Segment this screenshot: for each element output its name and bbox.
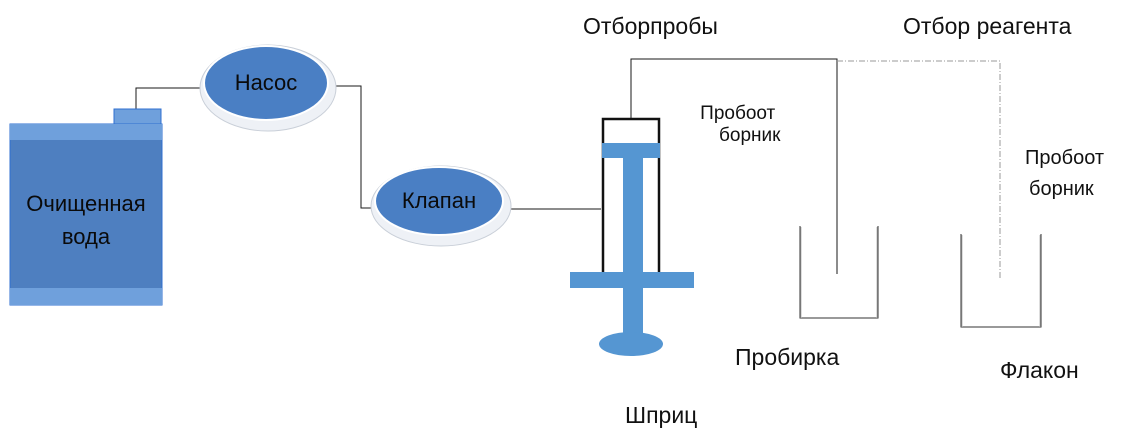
pump-valve-pipe	[336, 85, 372, 209]
sampling-pipe	[630, 58, 838, 274]
test-tube-label: Пробирка	[735, 344, 840, 370]
tank-pump-pipe	[135, 87, 200, 109]
sampler-1-label: Пробоот борник	[695, 103, 780, 147]
syringe-label: Шприц	[625, 402, 698, 428]
test-tube	[799, 226, 879, 319]
pump-ellipse	[199, 44, 337, 132]
syringe	[570, 117, 694, 356]
valve-ellipse	[370, 165, 512, 247]
sampler-1-line-1: Пробоот	[700, 103, 776, 124]
sampler-2-line-1: Пробоот	[1025, 147, 1105, 169]
reagent-pipe	[837, 60, 1001, 280]
sampling-label: Отборпробы	[583, 13, 718, 39]
vial	[960, 234, 1042, 328]
sampler-2-label: Пробоот борник	[1025, 143, 1104, 205]
reagent-sampling-label: Отбор реагента	[903, 13, 1072, 39]
water-tank	[9, 108, 163, 306]
sampler-1-line-2: борник	[719, 125, 781, 146]
vial-label: Флакон	[1000, 357, 1079, 383]
sampler-2-line-2: борник	[1029, 178, 1094, 200]
